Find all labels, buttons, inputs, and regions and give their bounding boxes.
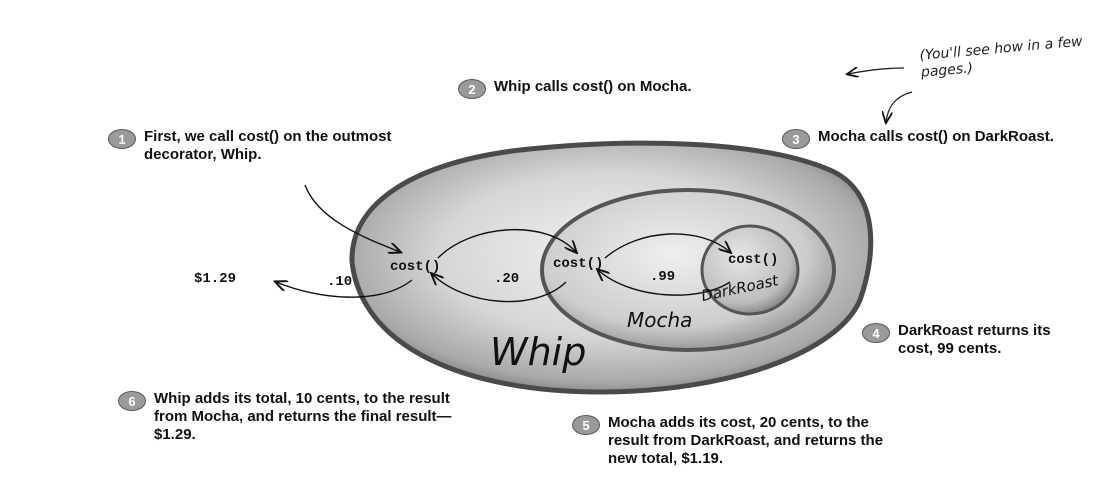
final-result-label: $1.29 (194, 271, 236, 287)
note-arrow-left (848, 68, 905, 74)
arrow-return-whip (276, 279, 413, 298)
step-text: First, we call cost() on the outmost dec… (144, 128, 392, 163)
step-text: DarkRoast returns its cost, 99 cents. (898, 322, 1051, 357)
step-number-badge: 4 (862, 323, 890, 343)
step-1: 1 First, we call cost() on the outmost d… (108, 128, 453, 164)
note-arrow-down (886, 91, 913, 122)
step-number-badge: 2 (458, 79, 486, 99)
step-4: 4 DarkRoast returns its cost, 99 cents. (862, 322, 1082, 358)
cost-call-mocha: cost() (553, 256, 603, 272)
mocha-value-label: .20 (494, 271, 519, 287)
step-number-badge: 3 (782, 129, 810, 149)
step-2: 2 Whip calls cost() on Mocha. (458, 78, 838, 99)
step-text: Whip adds its total, 10 cents, to the re… (154, 390, 452, 443)
arrow-call-darkroast (604, 233, 730, 259)
whip-value-label: .10 (327, 274, 352, 290)
step-text: Mocha adds its cost, 20 cents, to the re… (608, 414, 884, 467)
whip-label: Whip (490, 330, 586, 374)
step-6: 6 Whip adds its total, 10 cents, to the … (118, 390, 488, 444)
arrow-return-mocha (432, 274, 567, 303)
cost-call-darkroast: cost() (728, 252, 778, 268)
arrow-call-mocha (437, 228, 576, 259)
step-number-badge: 5 (572, 415, 600, 435)
arrow-call-whip (304, 184, 400, 252)
step-text: Whip calls cost() on Mocha. (494, 78, 692, 95)
darkroast-value-label: .99 (650, 269, 675, 285)
mocha-label: Mocha (627, 308, 692, 332)
step-number-badge: 1 (108, 129, 136, 149)
step-5: 5 Mocha adds its cost, 20 cents, to the … (572, 414, 892, 468)
step-text: Mocha calls cost() on DarkRoast. (818, 128, 1054, 145)
cost-call-whip: cost() (390, 259, 440, 275)
step-3: 3 Mocha calls cost() on DarkRoast. (782, 128, 1082, 149)
step-number-badge: 6 (118, 391, 146, 411)
arrow-return-darkroast (598, 270, 731, 296)
